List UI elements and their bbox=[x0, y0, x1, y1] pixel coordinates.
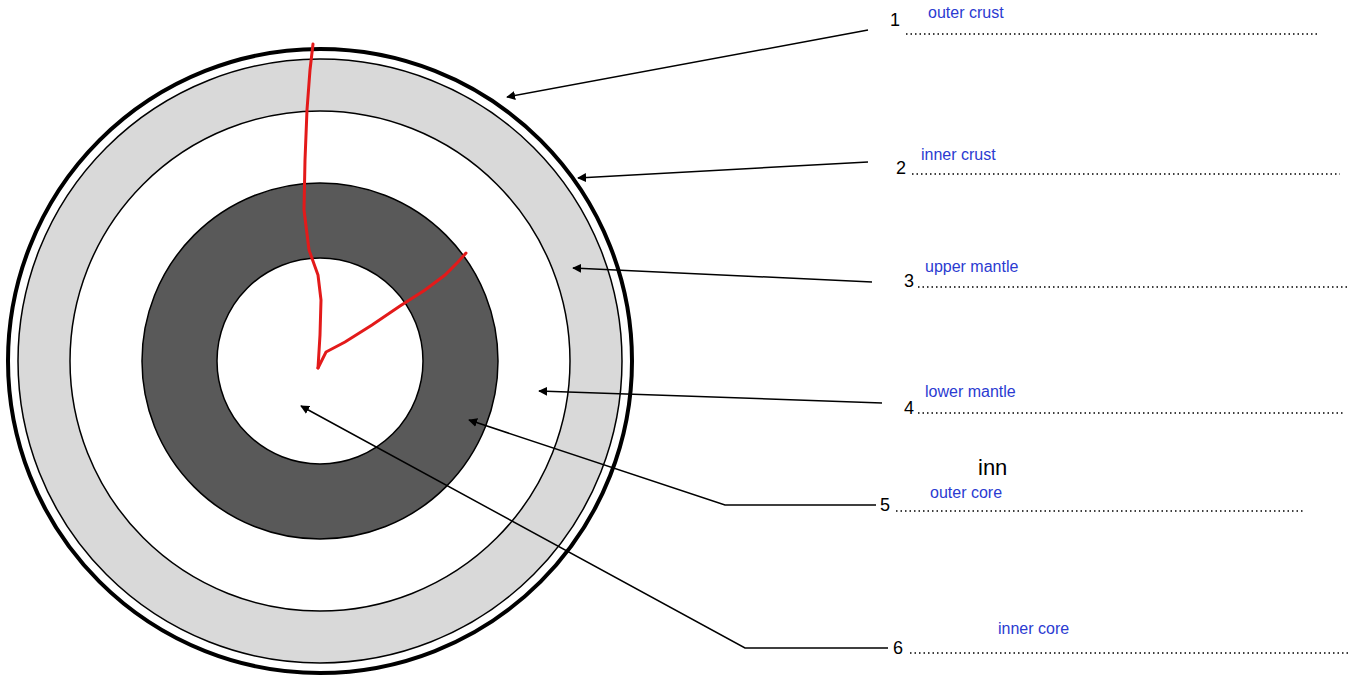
answer-label: lower mantle bbox=[925, 383, 1016, 401]
callout-number: 3 bbox=[904, 272, 914, 292]
red-radius-line bbox=[318, 253, 466, 368]
answer-dotted-line bbox=[896, 510, 1304, 512]
upper-mantle-ring bbox=[70, 111, 570, 611]
leader-line bbox=[507, 30, 868, 97]
answer-dotted-line bbox=[918, 286, 1350, 288]
answer-label: outer core bbox=[930, 484, 1002, 502]
answer-label: inner core bbox=[998, 620, 1069, 638]
red-radius-line bbox=[304, 44, 321, 368]
leader-line bbox=[578, 162, 868, 178]
answer-dotted-line bbox=[906, 33, 1318, 35]
answer-dotted-line bbox=[918, 412, 1344, 414]
leader-line bbox=[539, 391, 882, 403]
answer-label: upper mantle bbox=[925, 258, 1018, 276]
callout-number: 5 bbox=[880, 496, 890, 516]
callout-number: 2 bbox=[896, 159, 906, 179]
callout-number: 6 bbox=[893, 639, 903, 659]
outer-core-ring bbox=[142, 183, 498, 539]
callout-number: 4 bbox=[904, 399, 914, 419]
leader-line bbox=[573, 268, 872, 282]
handwritten-note: inn bbox=[978, 456, 1007, 480]
leader-line bbox=[469, 420, 876, 505]
answer-dotted-line bbox=[912, 173, 1340, 175]
answer-label: outer crust bbox=[928, 4, 1004, 22]
outer-crust-ring bbox=[8, 49, 632, 673]
callout-number: 1 bbox=[890, 11, 900, 31]
inner-crust-ring bbox=[18, 59, 622, 663]
answer-dotted-line bbox=[910, 652, 1350, 654]
answer-label: inner crust bbox=[921, 146, 996, 164]
leader-line bbox=[301, 406, 888, 648]
